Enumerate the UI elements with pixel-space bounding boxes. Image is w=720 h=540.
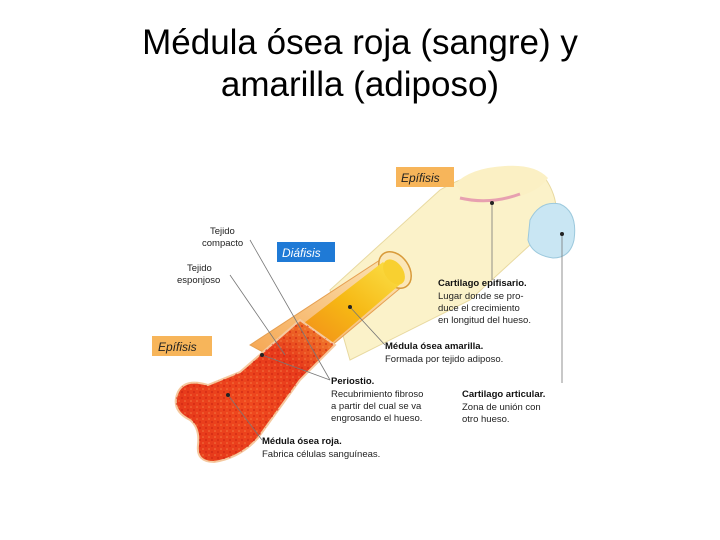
medula-roja-desc-1: Fabrica células sanguíneas.: [262, 449, 380, 460]
medula-roja-title: Médula ósea roja.: [262, 436, 342, 447]
tag-epifisis-top: Epífisis: [396, 167, 454, 187]
tag-epifisis-bottom-text: Epífisis: [158, 340, 197, 354]
leader-lines: [227, 203, 563, 441]
label-tejido-compacto: Tejido compacto: [202, 226, 243, 249]
medula-amarilla-title: Médula ósea amarilla.: [385, 341, 483, 352]
cartilago-epifisario-desc-2: duce el crecimiento: [438, 303, 520, 314]
periostio-desc-1: Recubrimiento fibroso: [331, 389, 423, 400]
articular-cartilage: [527, 202, 576, 259]
label-periostio: Periostio. Recubrimiento fibroso a parti…: [331, 376, 423, 424]
label-cartilago-articular: Cartilago articular. Zona de unión con o…: [462, 389, 545, 425]
tag-epifisis-bottom: Epífisis: [152, 336, 212, 356]
cartilago-epifisario-title: Cartilago epifisario.: [438, 278, 527, 289]
label-tejido-esponjoso-line2: esponjoso: [177, 275, 220, 286]
title-line-1: Médula ósea roja (sangre) y: [142, 23, 578, 62]
cartilago-epifisario-desc-3: en longitud del hueso.: [438, 315, 531, 326]
dot-cartilago-articular: [560, 232, 564, 236]
dot-medula-roja: [226, 393, 230, 397]
leader-tejido-compacto: [249, 239, 331, 381]
periostio-desc-2: a partir del cual se va: [331, 401, 422, 412]
cartilago-articular-title: Cartilago articular.: [462, 389, 545, 400]
label-tejido-compacto-line2: compacto: [202, 238, 243, 249]
cartilago-epifisario-desc-1: Lugar donde se pro-: [438, 291, 524, 302]
medula-amarilla-desc-1: Formada por tejido adiposo.: [385, 354, 503, 365]
tag-epifisis-top-text: Epífisis: [401, 171, 440, 185]
dot-medula-amarilla: [348, 305, 352, 309]
slide-title: Médula ósea roja (sangre) y amarilla (ad…: [0, 22, 720, 106]
label-cartilago-epifisario: Cartilago epifisario. Lugar donde se pro…: [438, 278, 531, 326]
epiphyseal-plate: [459, 192, 521, 203]
periostio-title: Periostio.: [331, 376, 374, 387]
leader-medula-roja: [227, 394, 263, 441]
leader-medula-amarilla: [349, 306, 386, 346]
tag-diafisis-text: Diáfisis: [282, 246, 321, 260]
cartilago-articular-desc-1: Zona de unión con: [462, 402, 541, 413]
tag-diafisis: Diáfisis: [277, 242, 335, 262]
label-medula-amarilla: Médula ósea amarilla. Formada por tejido…: [385, 341, 503, 365]
dot-periostio: [260, 353, 264, 357]
leader-periostio: [261, 354, 331, 381]
label-tejido-esponjoso-line1: Tejido: [187, 263, 212, 274]
label-medula-roja: Médula ósea roja. Fabrica células sanguí…: [262, 436, 380, 460]
leader-tejido-esponjoso: [229, 274, 286, 356]
label-tejido-esponjoso: Tejido esponjoso: [177, 263, 220, 286]
cartilago-articular-desc-2: otro hueso.: [462, 414, 510, 425]
dot-cartilago-epifisario: [490, 201, 494, 205]
leader-dots: [226, 201, 564, 397]
label-tejido-compacto-line1: Tejido: [210, 226, 235, 237]
bone-upper-shaft: [329, 165, 557, 361]
red-marrow-epiphysis: [174, 318, 337, 464]
periostio-desc-3: engrosando el hueso.: [331, 413, 422, 424]
title-line-2: amarilla (adiposo): [220, 65, 500, 104]
